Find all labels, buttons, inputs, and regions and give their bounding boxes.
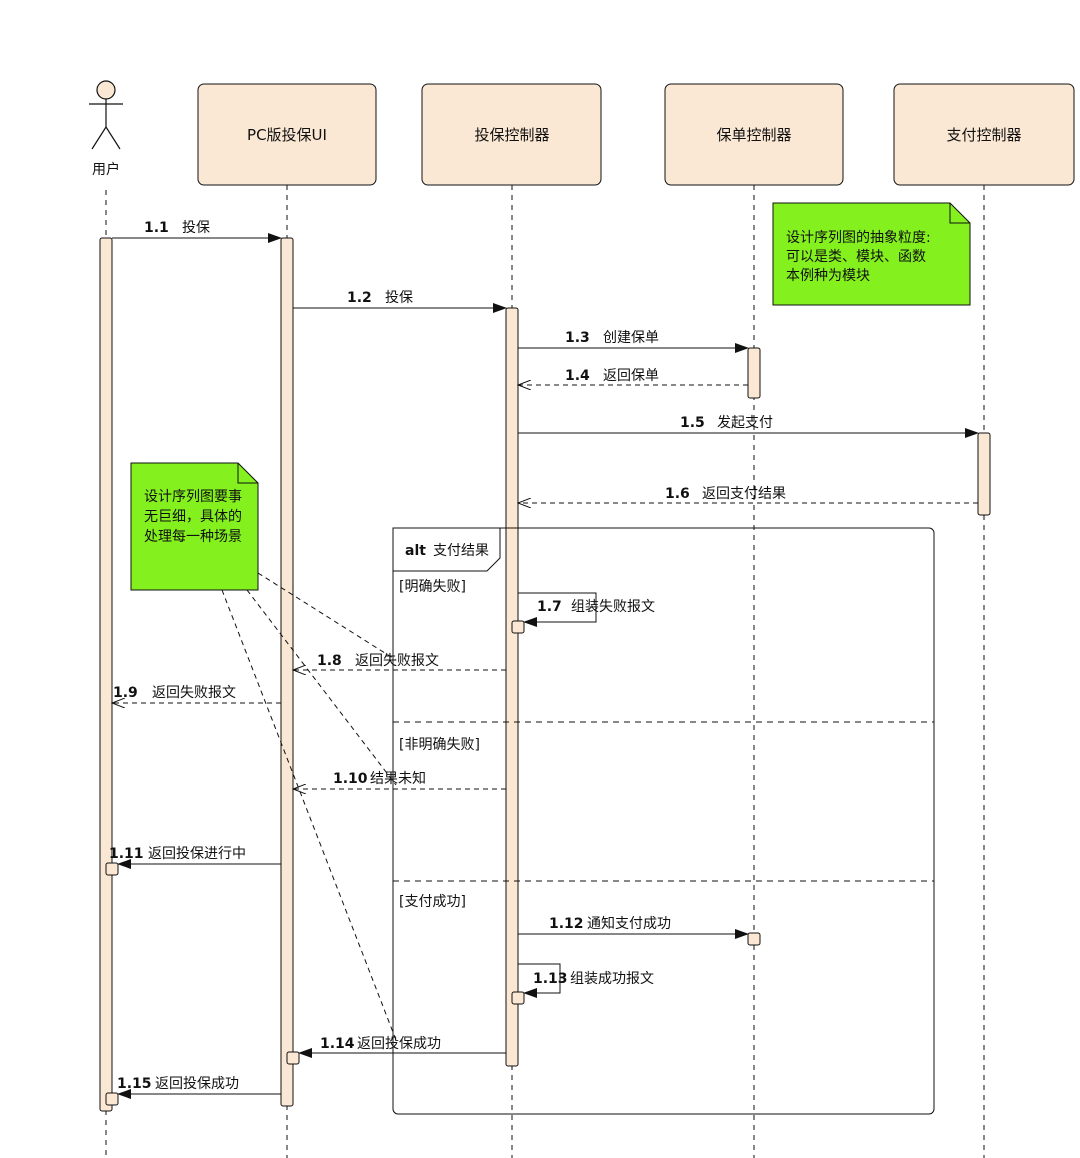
alt-fragment-title: 支付结果 (433, 543, 489, 559)
message-text: 组装成功报文 (570, 971, 654, 987)
participant-label-policy-ctrl: 保单控制器 (716, 126, 791, 144)
activation-policy-ctrl-create (747, 347, 761, 399)
note-connector-1 (257, 572, 397, 661)
alt-fragment: alt 支付结果 [明确失败] [非明确失败] [支付成功] (392, 527, 935, 1115)
activation-insure-self-fail (511, 620, 525, 634)
activation-insure-self-success (511, 991, 525, 1005)
participant-pc-ui: PC版投保UI (197, 83, 377, 186)
alt-guard-definite-failure: [明确失败] (399, 579, 466, 595)
message-text: 创建保单 (603, 330, 659, 346)
message-line-1-7 (518, 592, 597, 627)
message-label-1-1: 1.1 投保 (144, 220, 210, 236)
message-number: 1.9 (113, 685, 138, 701)
note-cover-every-scenario: 设计序列图要事 无巨细，具体的 处理每一种场景 (130, 462, 259, 591)
participant-insure-ctrl: 投保控制器 (421, 83, 602, 186)
message-number: 1.2 (347, 290, 372, 306)
message-text: 返回投保成功 (357, 1036, 441, 1052)
message-label-1-15: 1.15 返回投保成功 (117, 1076, 239, 1092)
note-2-line-3: 处理每一种场景 (144, 529, 242, 545)
activation-user-success (105, 1092, 119, 1106)
note-2-line-1: 设计序列图要事 (144, 489, 242, 505)
message-text: 组装失败报文 (571, 599, 655, 615)
message-label-1-14: 1.14 返回投保成功 (320, 1036, 441, 1052)
activation-policy-ctrl-notify (747, 932, 761, 946)
participant-policy-ctrl: 保单控制器 (664, 83, 844, 186)
stick-figure-icon (89, 80, 123, 150)
message-text: 返回投保进行中 (148, 846, 246, 862)
message-number: 1.4 (565, 368, 590, 384)
note-connectors (221, 572, 397, 1041)
message-labels: 1.1 投保 1.2 投保 1.3 创建保单 1.4 返回保单 1.5 发起支付… (109, 220, 786, 1092)
message-label-1-6: 1.6 返回支付结果 (665, 486, 786, 502)
messages (112, 233, 979, 1099)
note-1-line-1: 设计序列图的抽象粒度: (786, 230, 931, 246)
alt-guard-payment-success: [支付成功] (399, 894, 466, 910)
message-number: 1.5 (680, 415, 705, 431)
message-label-1-7: 1.7 组装失败报文 (537, 599, 655, 615)
activation-pc-ui (280, 237, 294, 1107)
message-label-1-8: 1.8 返回失败报文 (317, 653, 439, 669)
message-text: 返回失败报文 (152, 685, 236, 701)
activation-pc-ui-success (286, 1051, 300, 1065)
message-number: 1.15 (117, 1076, 152, 1092)
message-text: 发起支付 (717, 415, 773, 431)
actor-label: 用户 (92, 161, 120, 178)
activation-user (99, 237, 113, 1112)
message-label-1-4: 1.4 返回保单 (565, 368, 659, 384)
message-number: 1.12 (549, 916, 584, 932)
note-1-line-2: 可以是类、模块、函数 (786, 249, 926, 265)
message-number: 1.7 (537, 599, 562, 615)
activations (99, 237, 991, 1112)
note-connector-2 (246, 589, 397, 786)
message-label-1-3: 1.3 创建保单 (565, 330, 659, 346)
participant-label-pc-ui: PC版投保UI (247, 126, 327, 144)
message-text: 结果未知 (370, 770, 426, 787)
activation-user-progress (105, 862, 119, 876)
message-label-1-10: 1.10 结果未知 (333, 770, 426, 787)
message-number: 1.1 (144, 220, 169, 236)
message-number: 1.14 (320, 1036, 355, 1052)
alt-fragment-keyword: alt (405, 543, 426, 559)
message-text: 返回支付结果 (702, 486, 786, 502)
message-number: 1.8 (317, 653, 342, 669)
message-label-1-11: 1.11 返回投保进行中 (109, 846, 246, 862)
message-number: 1.6 (665, 486, 690, 502)
alt-fragment-tab (392, 527, 501, 572)
note-1-line-3: 本例种为模块 (786, 268, 870, 284)
message-number: 1.13 (533, 971, 568, 987)
activation-pay-ctrl (977, 432, 991, 516)
participant-label-insure-ctrl: 投保控制器 (474, 126, 549, 144)
message-text: 返回保单 (603, 368, 659, 384)
message-text: 投保 (182, 220, 210, 236)
note-2-line-2: 无巨细，具体的 (144, 509, 242, 525)
message-label-1-12: 1.12 通知支付成功 (549, 915, 671, 932)
message-text: 返回失败报文 (355, 653, 439, 669)
message-label-1-9: 1.9 返回失败报文 (113, 685, 236, 701)
message-number: 1.10 (333, 771, 368, 787)
message-text: 投保 (385, 290, 413, 306)
alt-guard-indefinite-failure: [非明确失败] (399, 737, 480, 753)
message-label-1-2: 1.2 投保 (347, 290, 413, 306)
participant-pay-ctrl: 支付控制器 (893, 83, 1075, 186)
message-number: 1.11 (109, 846, 144, 862)
actor-user: 用户 (89, 80, 123, 178)
lifelines (105, 185, 985, 1158)
message-label-1-13: 1.13 组装成功报文 (533, 971, 654, 987)
message-number: 1.3 (565, 330, 590, 346)
participant-label-pay-ctrl: 支付控制器 (946, 126, 1021, 144)
message-text: 通知支付成功 (587, 915, 671, 932)
note-abstraction-granularity: 设计序列图的抽象粒度: 可以是类、模块、函数 本例种为模块 (772, 202, 971, 306)
message-line-1-13 (518, 963, 561, 998)
message-text: 返回投保成功 (155, 1076, 239, 1092)
activation-insure-ctrl (505, 307, 519, 1067)
message-label-1-5: 1.5 发起支付 (680, 415, 773, 431)
